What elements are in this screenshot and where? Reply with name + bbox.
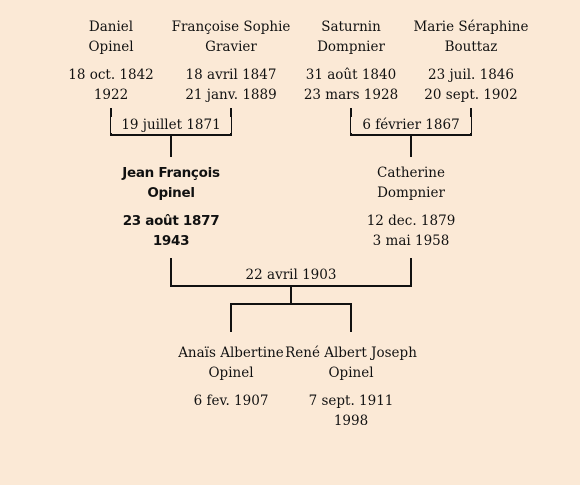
person-anais-opinel: Anaïs Albertine Opinel 6 fev. 1907	[156, 343, 306, 411]
person-jean-francois-opinel: Jean François Opinel 23 août 1877 1943	[96, 163, 246, 251]
person-dates: 18 oct. 1842 1922	[68, 67, 154, 103]
person-rene-opinel: René Albert Joseph Opinel 7 sept. 1911 1…	[276, 343, 426, 431]
person-name: Marie Séraphine Bouttaz	[413, 19, 529, 55]
person-dates: 6 fev. 1907	[193, 393, 269, 409]
marriage-date-right: 6 février 1867	[351, 117, 471, 133]
person-dates: 18 avril 1847 21 janv. 1889	[185, 67, 277, 103]
person-name: Anaïs Albertine Opinel	[178, 345, 284, 381]
person-name: Jean François Opinel	[122, 165, 220, 201]
person-saturnin-dompnier: Saturnin Dompnier 31 août 1840 23 mars 1…	[276, 17, 426, 105]
person-dates: 23 juil. 1846 20 sept. 1902	[424, 67, 518, 103]
person-name: Saturnin Dompnier	[317, 19, 385, 55]
person-dates: 12 dec. 1879 3 mai 1958	[366, 213, 456, 249]
person-name: Daniel Opinel	[88, 19, 134, 55]
marriage-date-left: 19 juillet 1871	[111, 117, 231, 133]
person-francoise-gravier: Françoise Sophie Gravier 18 avril 1847 2…	[156, 17, 306, 105]
marriage-date-center: 22 avril 1903	[231, 267, 351, 283]
person-dates: 7 sept. 1911 1998	[308, 393, 394, 429]
person-name: René Albert Joseph Opinel	[285, 345, 417, 381]
person-catherine-dompnier: Catherine Dompnier 12 dec. 1879 3 mai 19…	[336, 163, 486, 251]
person-dates: 31 août 1840 23 mars 1928	[303, 67, 399, 103]
person-marie-bouttaz: Marie Séraphine Bouttaz 23 juil. 1846 20…	[396, 17, 546, 105]
person-daniel-opinel: Daniel Opinel 18 oct. 1842 1922	[36, 17, 186, 105]
person-name: Catherine Dompnier	[377, 165, 445, 201]
person-dates: 23 août 1877 1943	[122, 213, 220, 249]
person-name: Françoise Sophie Gravier	[171, 19, 291, 55]
